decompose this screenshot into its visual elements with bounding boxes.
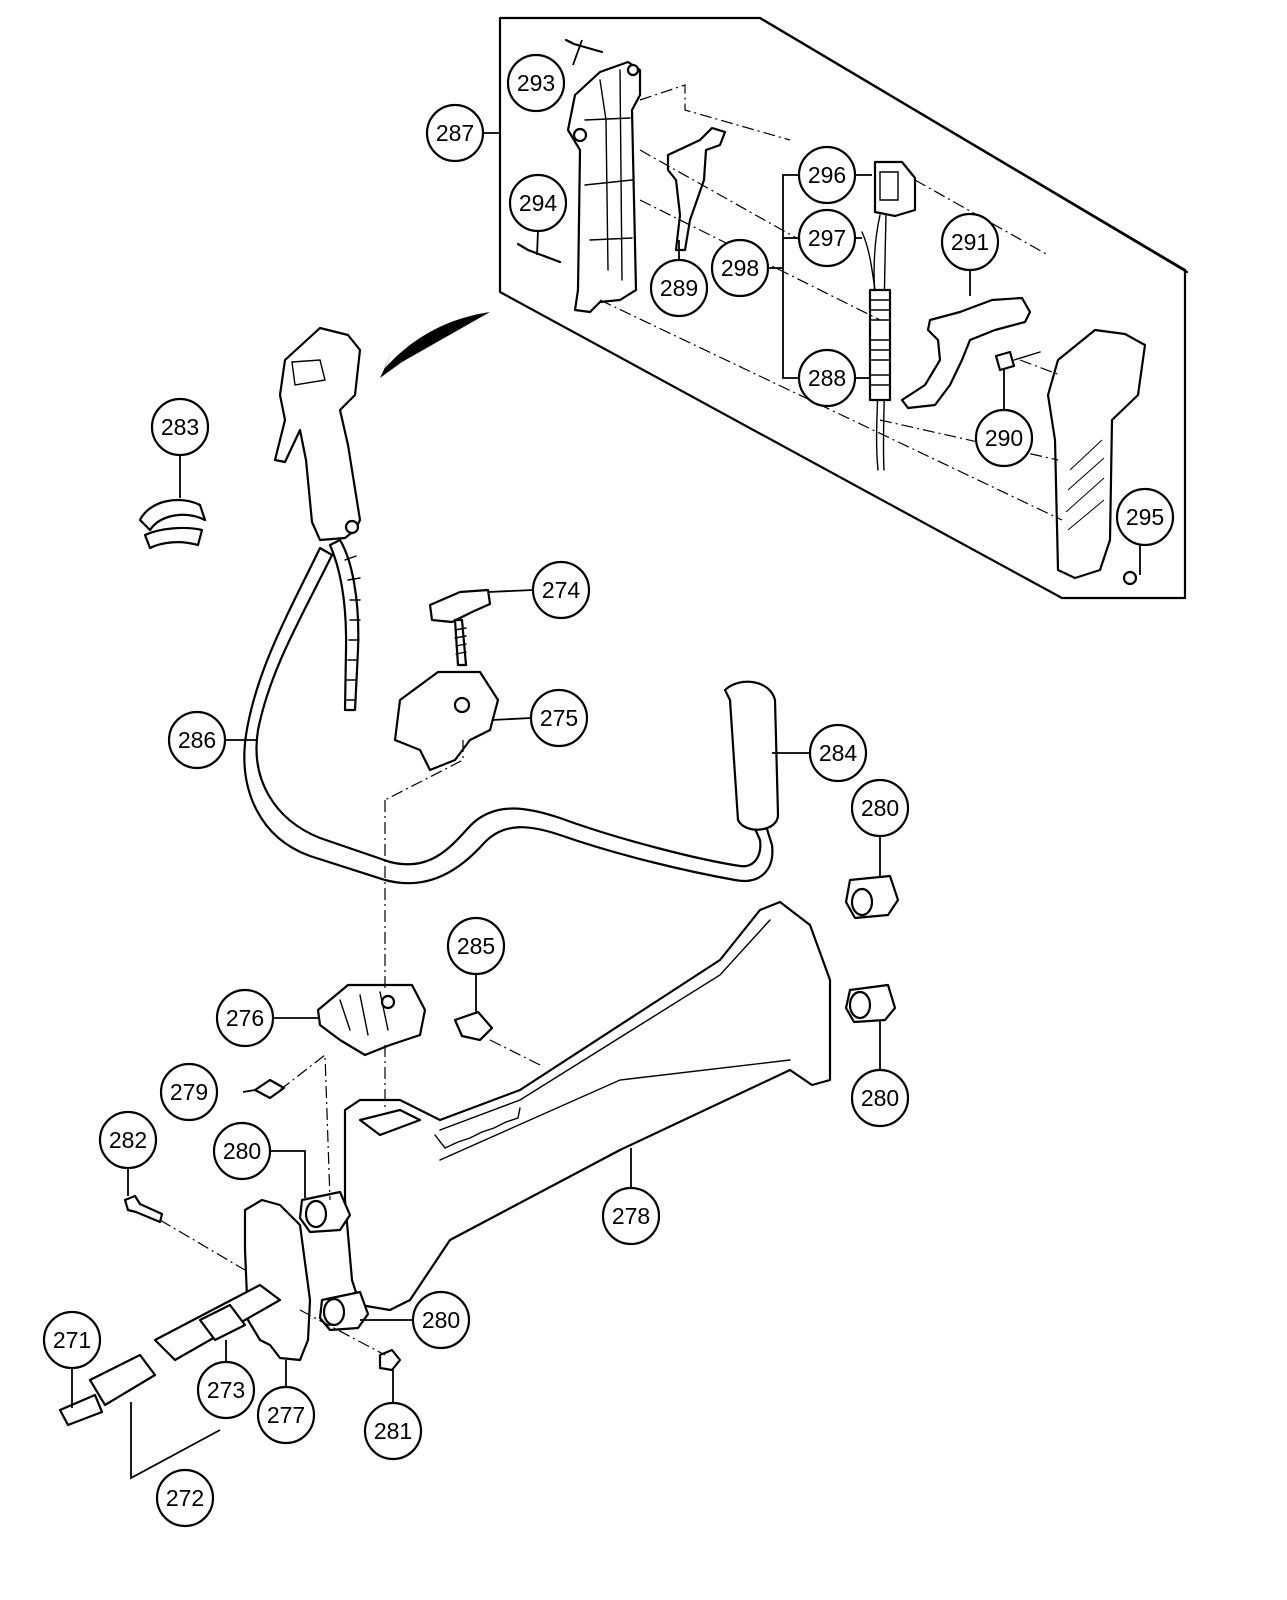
- svg-text:275: 275: [540, 705, 578, 731]
- svg-text:278: 278: [612, 1203, 650, 1229]
- callout-295: 295: [1115, 487, 1175, 547]
- svg-text:285: 285: [457, 933, 495, 959]
- housing-bolt: [123, 1194, 164, 1224]
- svg-text:287: 287: [436, 120, 474, 146]
- callout-280-left-upper: 280: [212, 1121, 272, 1181]
- callout-283: 283: [150, 397, 210, 457]
- svg-text:277: 277: [267, 1402, 305, 1428]
- callout-280-left-lower: 280: [411, 1290, 471, 1350]
- svg-text:272: 272: [166, 1485, 204, 1511]
- callout-278: 278: [601, 1186, 661, 1246]
- callout-279: 279: [159, 1062, 219, 1122]
- drive-shaft-assembly: [58, 1283, 282, 1427]
- callout-271: 271: [42, 1310, 102, 1370]
- handlebar: [243, 546, 780, 885]
- svg-text:293: 293: [517, 70, 555, 96]
- handle-clamp-top: [393, 670, 500, 772]
- callout-276: 276: [215, 988, 275, 1048]
- svg-text:282: 282: [109, 1127, 147, 1153]
- main-housing: [343, 900, 832, 1312]
- svg-text:286: 286: [178, 727, 216, 753]
- callout-294: 294: [508, 173, 568, 233]
- throttle-housing-cover: [1046, 328, 1147, 586]
- main-assembly-lines: [159, 740, 541, 1356]
- callout-288: 288: [797, 348, 857, 408]
- svg-text:288: 288: [808, 365, 846, 391]
- trigger-spring: [994, 350, 1041, 372]
- callout-289: 289: [649, 258, 709, 318]
- throttle-housing-half: [566, 60, 642, 314]
- wire-harness: [861, 214, 892, 471]
- damper-left-lower: [318, 1290, 370, 1332]
- damper-left-upper: [298, 1190, 352, 1234]
- svg-text:280: 280: [422, 1307, 460, 1333]
- inset-screws: [516, 38, 604, 264]
- svg-text:284: 284: [819, 740, 858, 766]
- callout-291: 291: [940, 212, 1000, 272]
- svg-text:280: 280: [223, 1138, 261, 1164]
- svg-text:280: 280: [861, 795, 899, 821]
- svg-text:289: 289: [660, 275, 698, 301]
- svg-text:279: 279: [170, 1079, 208, 1105]
- svg-text:291: 291: [951, 229, 989, 255]
- svg-text:271: 271: [53, 1327, 91, 1353]
- callout-285: 285: [446, 916, 506, 976]
- cable-clamp: [138, 498, 207, 550]
- detail-arrow: [380, 312, 490, 378]
- callout-296: 296: [797, 145, 857, 205]
- svg-text:296: 296: [808, 162, 846, 188]
- handle-clamp-base: [316, 983, 427, 1057]
- svg-text:283: 283: [161, 414, 199, 440]
- callout-282: 282: [98, 1110, 158, 1170]
- inset-panel: [498, 16, 1189, 600]
- clamp-knob: [428, 588, 492, 667]
- leader-lines: [71, 39, 1141, 1480]
- svg-text:290: 290: [985, 425, 1023, 451]
- callout-272: 272: [155, 1468, 215, 1528]
- callout-290: 290: [974, 408, 1034, 468]
- stop-switch: [873, 160, 917, 218]
- callout-274: 274: [531, 560, 591, 620]
- svg-text:273: 273: [207, 1377, 245, 1403]
- callout-273: 273: [196, 1360, 256, 1420]
- square-nut: [253, 1078, 286, 1100]
- callout-297: 297: [797, 208, 857, 268]
- callout-284: 284: [808, 723, 868, 783]
- svg-text:281: 281: [374, 1418, 412, 1444]
- svg-text:294: 294: [519, 190, 558, 216]
- throttle-lever: [666, 126, 727, 252]
- callout-286: 286: [167, 710, 227, 770]
- callout-280-top-right: 280: [850, 778, 910, 838]
- callout-293: 293: [506, 53, 566, 113]
- throttle-grip-assembled: [273, 326, 362, 712]
- callout-277: 277: [256, 1385, 316, 1445]
- callout-298: 298: [710, 238, 770, 298]
- svg-text:280: 280: [861, 1085, 899, 1111]
- callout-287: 287: [425, 103, 485, 163]
- damper-top-right: [844, 874, 900, 920]
- svg-text:295: 295: [1126, 504, 1164, 530]
- callout-275: 275: [529, 688, 589, 748]
- damper-bottom-right: [844, 983, 897, 1024]
- end-cap: [243, 1198, 312, 1362]
- svg-text:298: 298: [721, 255, 759, 281]
- callout-280-bottom-right: 280: [850, 1068, 910, 1128]
- svg-text:276: 276: [226, 1005, 264, 1031]
- hex-nut: [378, 1348, 402, 1372]
- wire-clip: [453, 1010, 494, 1042]
- svg-text:297: 297: [808, 225, 846, 251]
- throttle-trigger: [900, 296, 1032, 410]
- svg-text:274: 274: [542, 577, 581, 603]
- callout-281: 281: [363, 1401, 423, 1461]
